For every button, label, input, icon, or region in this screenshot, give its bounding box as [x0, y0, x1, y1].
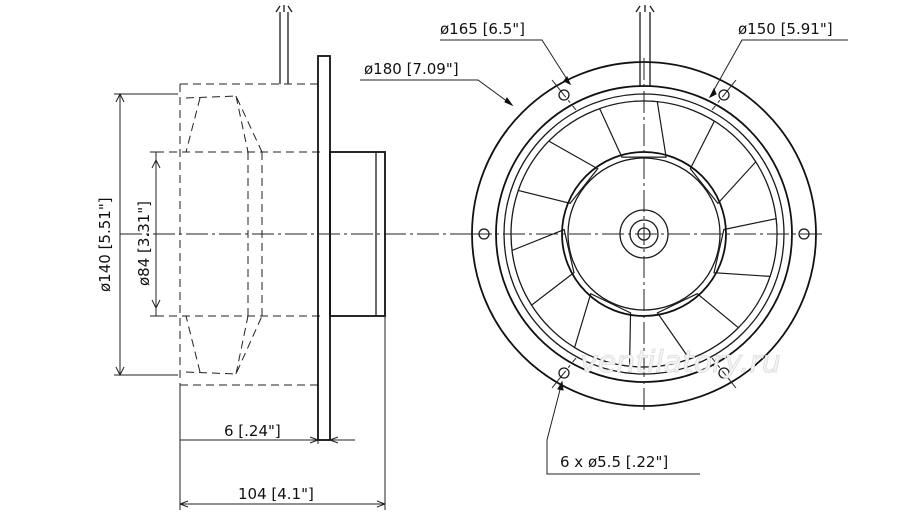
mounting-hole	[718, 89, 730, 101]
leader-150	[709, 39, 848, 98]
dim-140-line	[114, 92, 178, 377]
mounting-hole	[558, 367, 570, 379]
fan-blade	[598, 100, 667, 158]
side-view: ø140 [5.51"] ø84 [3.31"] 6 [.24"] 104 [4…	[96, 5, 470, 510]
dim-140-label: ø140 [5.51"]	[96, 197, 114, 292]
dim-holes-label: 6 x ø5.5 [.22"]	[560, 453, 668, 471]
dim-165-label: ø165 [6.5"]	[440, 20, 525, 38]
dim-6-label: 6 [.24"]	[224, 422, 281, 440]
dim-84-line	[150, 151, 161, 317]
side-blade-bottom	[185, 315, 263, 375]
leader-165	[440, 39, 571, 85]
leader-180	[360, 79, 513, 106]
side-cable	[275, 5, 293, 84]
fan-blades	[511, 100, 778, 367]
fan-blade	[517, 140, 599, 205]
arrowheads	[504, 76, 717, 391]
hole-centerlines	[551, 79, 737, 389]
dim-104-label: 104 [4.1"]	[238, 485, 314, 503]
dim-180-label: ø180 [7.09"]	[364, 60, 459, 78]
dim-150-label: ø150 [5.91"]	[738, 20, 833, 38]
mounting-hole	[718, 367, 730, 379]
front-cable	[635, 5, 655, 86]
side-blade-top	[185, 95, 263, 153]
fan-blade	[713, 217, 778, 278]
front-view: ø165 [6.5"] ø150 [5.91"] ø180 [7.09"] 6 …	[360, 5, 848, 475]
dim-6-line	[180, 436, 355, 444]
dim-104-line	[179, 316, 386, 510]
fan-blade	[511, 228, 575, 307]
fan-blade	[656, 292, 740, 360]
dim-84-label: ø84 [3.31"]	[135, 201, 153, 286]
side-flange	[317, 55, 331, 441]
watermark: ventilatory.ru	[580, 345, 781, 380]
leader-holes	[546, 381, 700, 475]
fan-blade	[689, 120, 757, 205]
mounting-hole	[558, 89, 570, 101]
